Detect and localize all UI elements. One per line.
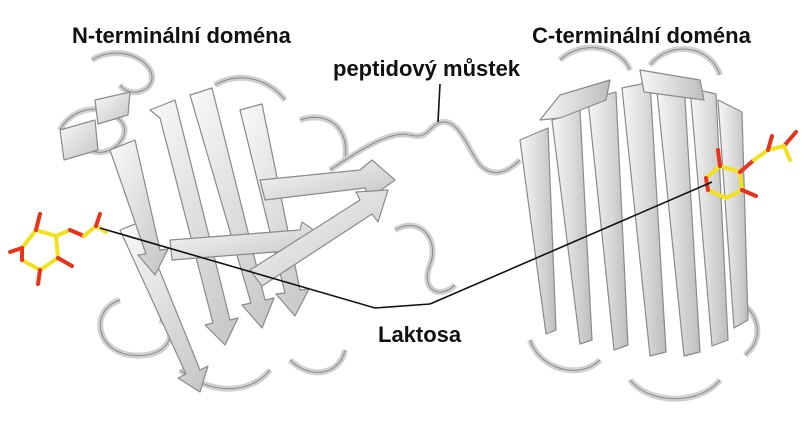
label-c-terminal-domain: C-terminální doména — [532, 25, 751, 47]
label-peptide-bridge: peptidový můstek — [333, 58, 520, 80]
n-terminal-domain-ribbon — [60, 53, 395, 392]
c-terminal-domain-ribbon — [520, 48, 757, 399]
lactose-molecule-left — [10, 214, 106, 284]
label-lactose: Laktosa — [378, 324, 461, 346]
label-n-terminal-domain: N-terminální doména — [72, 25, 291, 47]
pointer-bridge — [438, 84, 440, 122]
